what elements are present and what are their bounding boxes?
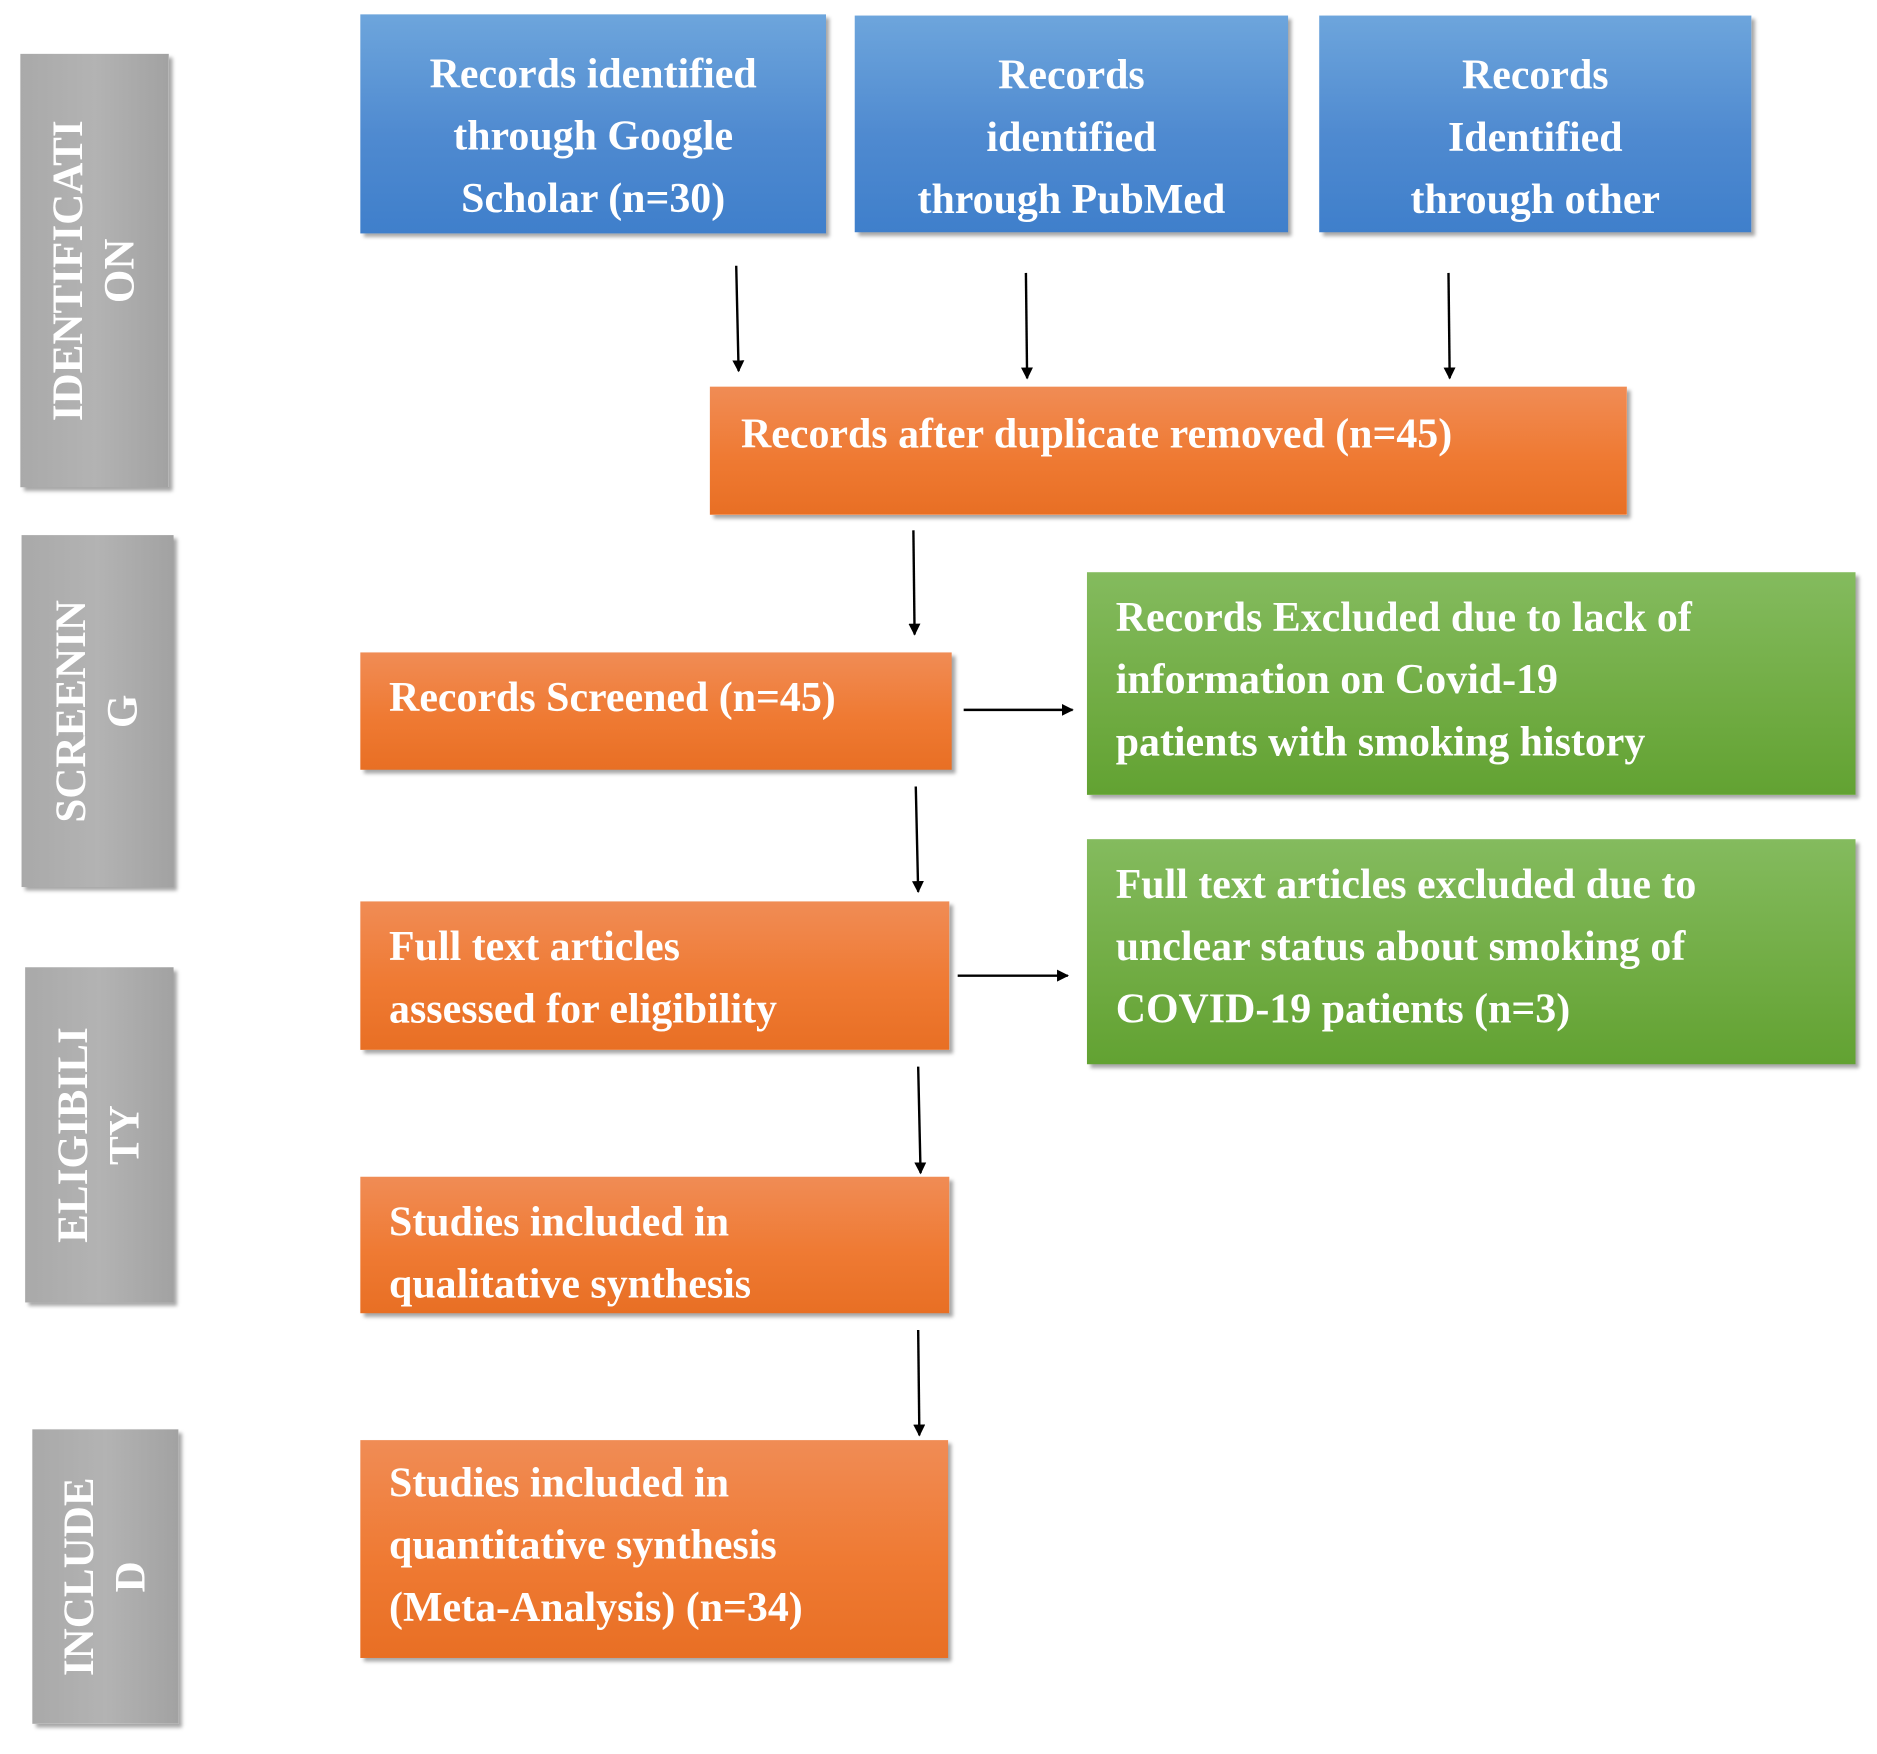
box-line: Records [1461,51,1609,99]
box-line: identified [986,113,1157,161]
box-line: Full text articles excluded due to [1115,860,1697,908]
arrow-duplicates-to-screened [908,530,921,636]
box-line: Full text articles [389,922,680,970]
arrow-pubmed-to-duplicates [1021,272,1033,380]
box-google-scholar: Records identified through Google Schola… [360,14,826,234]
phase-eligibility: ELIGIBILI TY [25,967,174,1303]
box-line: quantitative synthesis [389,1521,777,1569]
box-line: Records after duplicate removed (n=45) [741,410,1453,458]
box-quantitative-synthesis: Studies included in quantitative synthes… [360,1440,949,1658]
box-line: patients with smoking history [1115,718,1646,765]
box-line: qualitative synthesis [389,1260,752,1308]
box-line: Scholar (n=30) [461,174,726,222]
arrow-qualitative-to-quantitative [913,1329,926,1437]
box-line: Studies included in [389,1198,730,1245]
box-line: Records Excluded due to lack of [1115,593,1692,641]
phase-screening: SCREENIN G [21,535,174,888]
box-excluded-screening: Records Excluded due to lack of informat… [1086,572,1856,795]
box-other-sources: Records Identified through other [1319,15,1752,233]
box-line: Records Screened (n=45) [389,673,836,721]
box-qualitative-synthesis: Studies included in qualitative synthesi… [360,1176,950,1314]
box-pubmed: Records identified through PubMed [854,15,1289,233]
box-line: assessed for eligibility [389,985,778,1032]
phase-identification: IDENTIFICATI ON [20,53,169,488]
box-line: Studies included in [389,1459,730,1506]
arrow-google-to-duplicates [732,265,745,373]
arrow-other-to-duplicates [1443,272,1456,380]
box-line: through Google [453,112,734,160]
box-line: unclear status about smoking of [1115,922,1686,970]
box-line: (Meta-Analysis) (n=34) [389,1583,803,1631]
box-line: Records [998,51,1145,99]
phase-included: INCLUDE D [32,1429,179,1724]
box-line: through other [1410,175,1661,223]
box-duplicates-removed: Records after duplicate removed (n=45) [709,386,1627,515]
box-line: through PubMed [917,175,1226,223]
arrow-screened-to-full-text [911,786,924,894]
box-line: Records identified [429,50,757,97]
box-full-text-assessed: Full text articles assessed for eligibil… [360,901,950,1050]
box-line: information on Covid-19 [1115,656,1558,703]
arrow-full-text-to-qualitative [914,1066,927,1175]
box-line: COVID-19 patients (n=3) [1115,985,1571,1032]
box-records-screened: Records Screened (n=45) [360,652,952,770]
box-excluded-full-text: Full text articles excluded due to uncle… [1086,839,1856,1065]
box-line: Identified [1447,113,1623,161]
